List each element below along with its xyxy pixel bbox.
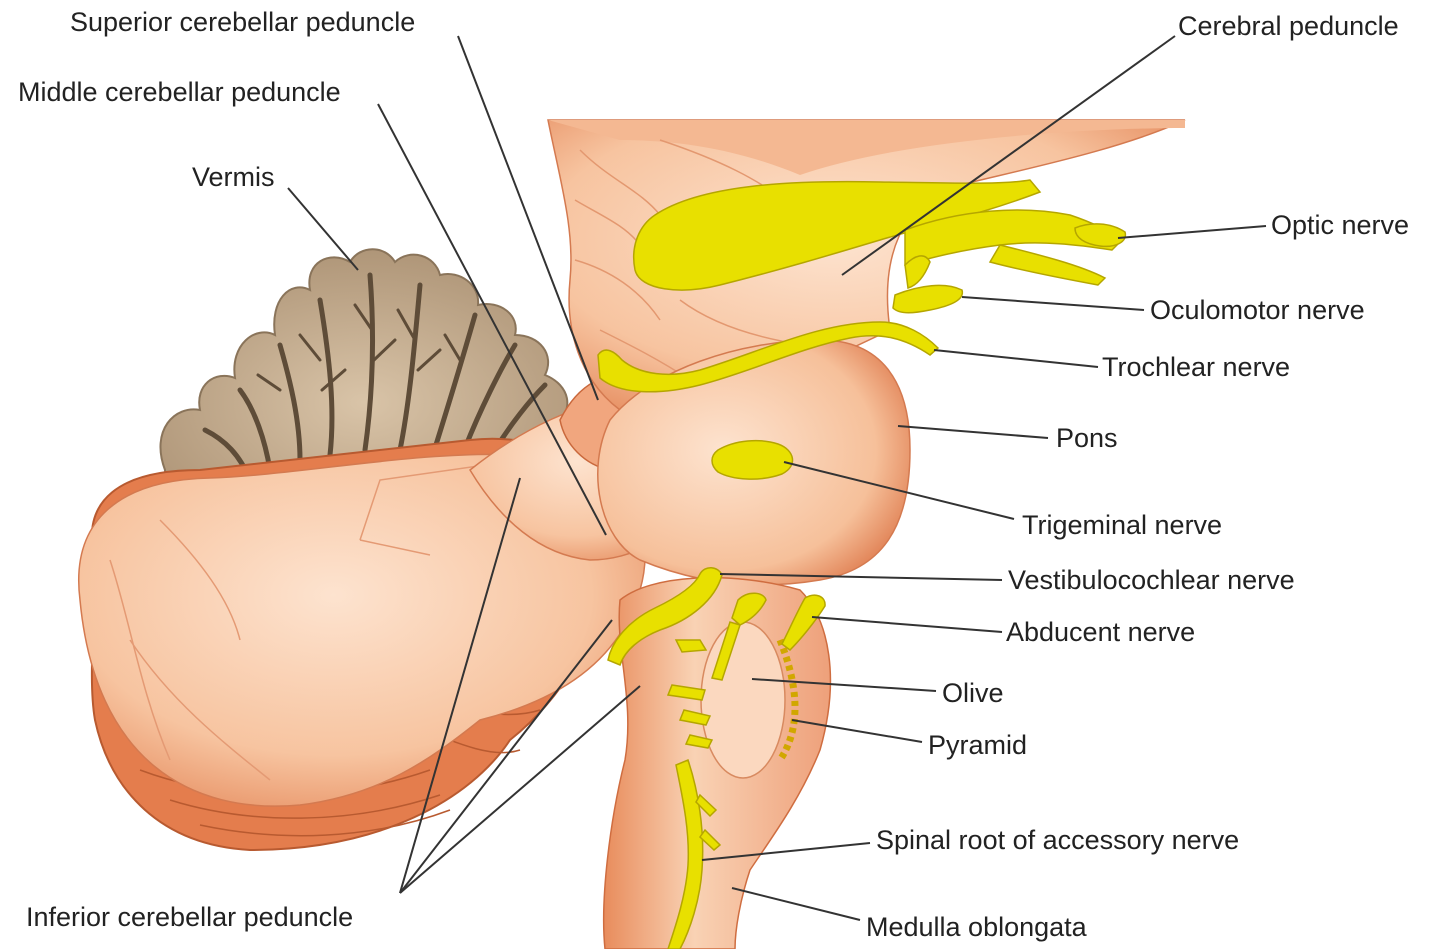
label-pons: Pons <box>1056 425 1118 452</box>
label-trochlear-nerve: Trochlear nerve <box>1102 354 1290 381</box>
label-abducent-nerve: Abducent nerve <box>1006 619 1195 646</box>
label-inferior-cerebellar-peduncle: Inferior cerebellar peduncle <box>26 904 353 931</box>
label-pyramid: Pyramid <box>928 732 1027 759</box>
label-cerebral-peduncle: Cerebral peduncle <box>1178 13 1399 40</box>
label-middle-cerebellar-peduncle: Middle cerebellar peduncle <box>18 79 341 106</box>
olive-shape <box>701 622 785 778</box>
label-oculomotor-nerve: Oculomotor nerve <box>1150 297 1365 324</box>
label-optic-nerve: Optic nerve <box>1271 212 1409 239</box>
label-medulla-oblongata: Medulla oblongata <box>866 914 1087 941</box>
label-vermis: Vermis <box>192 164 275 191</box>
label-vestibulocochlear-nerve: Vestibulocochlear nerve <box>1008 567 1295 594</box>
label-spinal-root-of-accessory-nerve: Spinal root of accessory nerve <box>876 827 1239 854</box>
label-trigeminal-nerve: Trigeminal nerve <box>1022 512 1222 539</box>
label-olive: Olive <box>942 680 1004 707</box>
label-superior-cerebellar-peduncle: Superior cerebellar peduncle <box>70 9 415 36</box>
